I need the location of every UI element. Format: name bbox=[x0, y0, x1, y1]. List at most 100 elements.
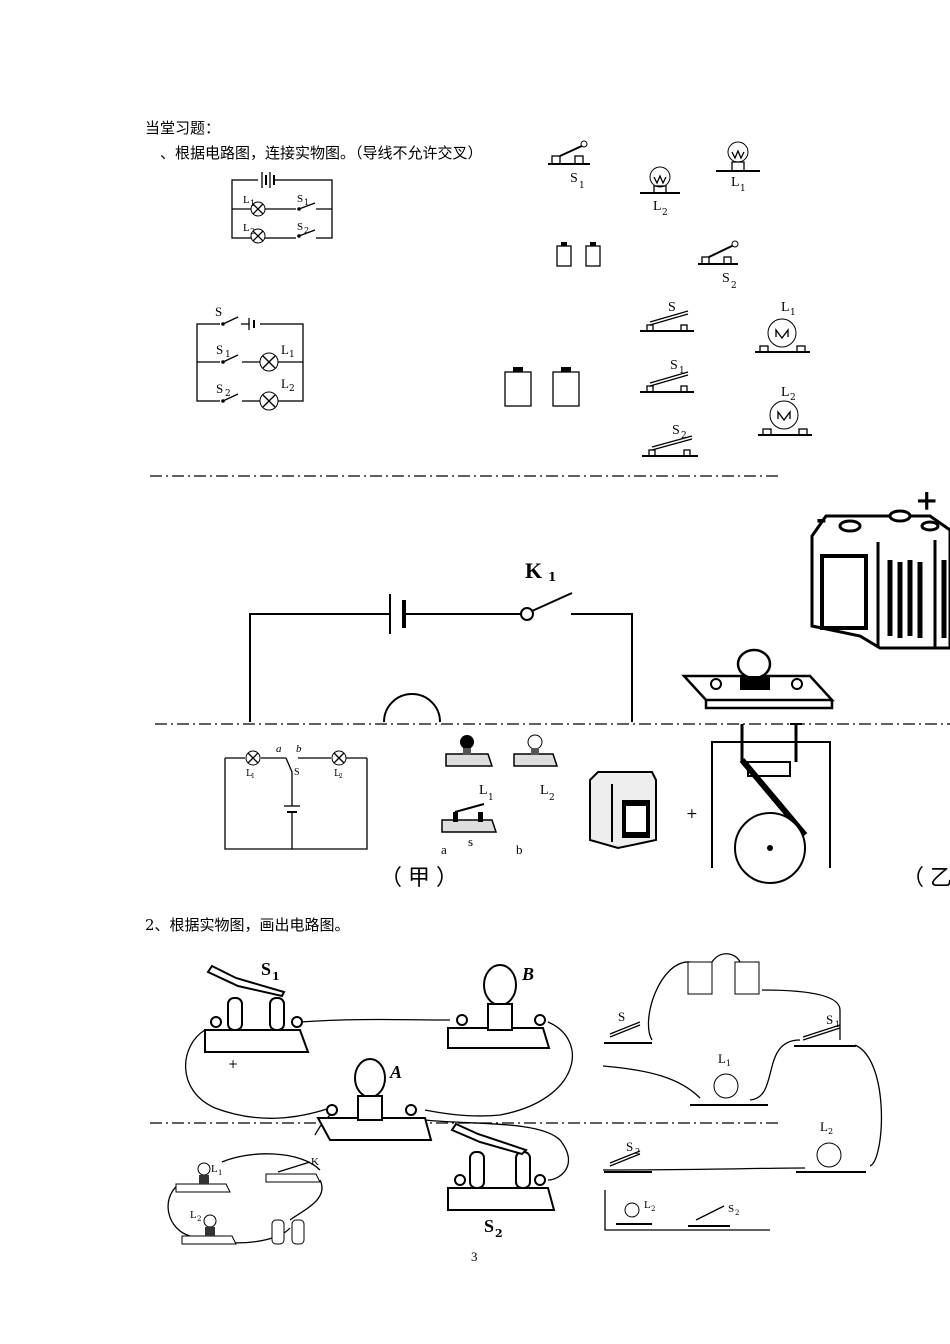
svg-text:L: L bbox=[653, 199, 662, 214]
svg-text:L: L bbox=[281, 376, 289, 391]
switch-icon bbox=[640, 310, 694, 332]
svg-text:L: L bbox=[479, 783, 488, 798]
svg-text:S: S bbox=[670, 358, 678, 373]
svg-text:S: S bbox=[672, 423, 680, 438]
svg-text:1: 1 bbox=[250, 199, 255, 208]
switch-icon bbox=[604, 1021, 652, 1044]
battery-icon bbox=[687, 961, 760, 995]
svg-text:S: S bbox=[826, 1012, 833, 1027]
svg-text:2: 2 bbox=[339, 773, 343, 780]
svg-text:b: b bbox=[516, 842, 523, 857]
switch-icon bbox=[640, 371, 694, 393]
figure-yi-label: （乙 bbox=[902, 866, 950, 891]
svg-text:1: 1 bbox=[740, 184, 746, 194]
svg-text:S: S bbox=[297, 193, 303, 205]
svg-text:1: 1 bbox=[218, 1169, 222, 1177]
accumulator-icon bbox=[589, 771, 657, 850]
bulb-icon bbox=[447, 964, 551, 1049]
svg-text:S: S bbox=[722, 271, 730, 286]
question-1: 、根据电路图，连接实物图。（导线不允许交叉） bbox=[160, 144, 483, 162]
svg-text:-: - bbox=[816, 505, 827, 535]
bulb-icon bbox=[181, 1214, 237, 1245]
svg-text:2: 2 bbox=[731, 281, 737, 291]
bulb-icon bbox=[690, 1073, 768, 1106]
svg-text:S: S bbox=[668, 300, 676, 315]
svg-text:2: 2 bbox=[735, 1209, 739, 1217]
page-number: 3 bbox=[471, 1249, 478, 1264]
bulb-icon bbox=[640, 166, 680, 194]
svg-text:S: S bbox=[215, 304, 222, 319]
svg-text:2: 2 bbox=[662, 208, 668, 218]
bulb-icon bbox=[796, 1142, 866, 1173]
svg-text:K: K bbox=[311, 1156, 319, 1168]
svg-text:a: a bbox=[276, 743, 282, 755]
bulb-icon bbox=[513, 734, 559, 767]
svg-text:L: L bbox=[243, 222, 250, 234]
svg-text:2: 2 bbox=[304, 226, 309, 235]
knife-switch-icon bbox=[204, 964, 310, 1053]
switch-icon bbox=[642, 435, 698, 457]
bulb-icon bbox=[716, 141, 760, 172]
svg-text:L: L bbox=[211, 1163, 218, 1175]
svg-text:+: + bbox=[228, 1057, 238, 1071]
svg-text:2: 2 bbox=[225, 389, 231, 399]
svg-text:1: 1 bbox=[548, 570, 556, 584]
svg-text:K: K bbox=[525, 558, 542, 583]
bulb-icon bbox=[681, 648, 835, 710]
svg-text:S: S bbox=[297, 221, 303, 233]
svg-text:S: S bbox=[294, 767, 300, 778]
svg-text:2: 2 bbox=[790, 393, 796, 403]
svg-text:2: 2 bbox=[651, 1205, 655, 1213]
switch-icon bbox=[688, 1205, 730, 1227]
svg-text:L: L bbox=[781, 300, 790, 315]
svg-text:1: 1 bbox=[835, 1020, 840, 1029]
svg-text:L: L bbox=[540, 783, 549, 798]
svg-text:1: 1 bbox=[790, 308, 796, 318]
svg-text:L: L bbox=[281, 342, 289, 357]
svg-text:B: B bbox=[521, 964, 534, 984]
svg-text:A: A bbox=[389, 1062, 402, 1082]
svg-text:2: 2 bbox=[495, 1227, 503, 1240]
bulb-icon bbox=[445, 735, 494, 767]
svg-text:1: 1 bbox=[304, 198, 309, 207]
svg-text:+: + bbox=[686, 806, 698, 822]
figure-jia-label: （甲） bbox=[380, 866, 465, 891]
accumulator-icon: - + bbox=[810, 484, 950, 650]
svg-text:L: L bbox=[246, 769, 252, 779]
svg-text:b: b bbox=[296, 743, 302, 755]
rheostat-icon bbox=[711, 723, 831, 884]
question-2: 2、根据实物图，画出电路图。 bbox=[145, 916, 350, 934]
bulb-icon bbox=[616, 1202, 652, 1225]
svg-text:S: S bbox=[216, 342, 223, 357]
svg-text:2: 2 bbox=[828, 1127, 833, 1136]
switch-icon bbox=[698, 240, 739, 265]
svg-text:1: 1 bbox=[251, 773, 255, 780]
svg-text:S: S bbox=[618, 1009, 625, 1024]
svg-text:L: L bbox=[781, 385, 790, 400]
svg-text:1: 1 bbox=[272, 970, 280, 983]
svg-text:1: 1 bbox=[679, 366, 685, 376]
svg-text:+: + bbox=[915, 484, 938, 517]
switch-icon bbox=[794, 1024, 856, 1047]
switch-icon bbox=[265, 1161, 321, 1183]
bulb-icon bbox=[316, 1058, 433, 1141]
svg-text:L: L bbox=[243, 194, 250, 206]
bulb-icon bbox=[758, 400, 812, 436]
svg-text:S: S bbox=[216, 381, 223, 396]
svg-text:2: 2 bbox=[197, 1215, 201, 1223]
knife-switch-icon bbox=[447, 1122, 556, 1211]
svg-text:S: S bbox=[570, 171, 578, 186]
svg-text:1: 1 bbox=[289, 350, 295, 360]
section-title: 当堂习题： bbox=[145, 119, 221, 137]
svg-text:S: S bbox=[484, 1216, 494, 1236]
switch-icon bbox=[548, 140, 590, 165]
svg-text:L: L bbox=[731, 175, 740, 190]
